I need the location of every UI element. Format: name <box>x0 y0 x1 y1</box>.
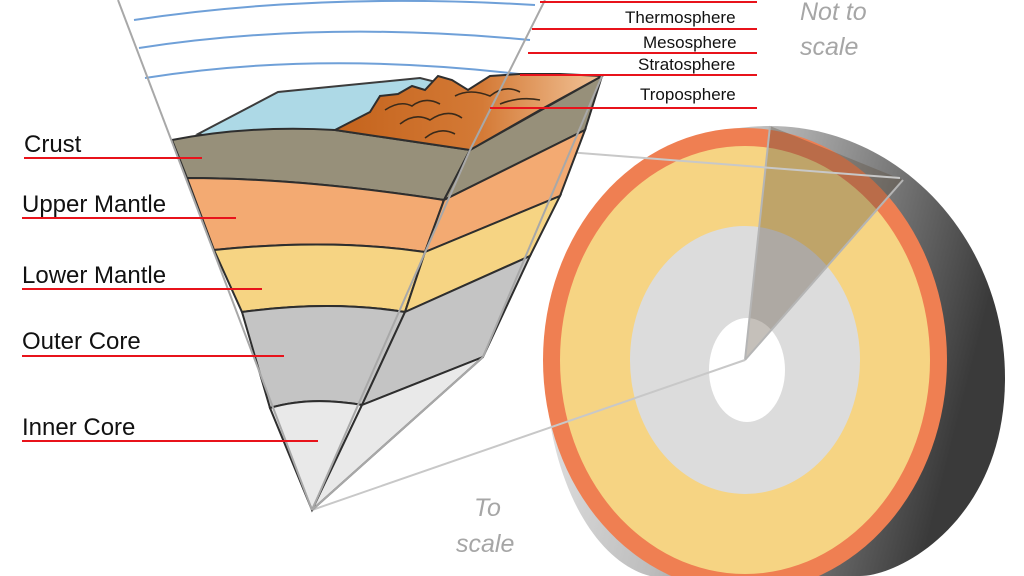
lower-mantle-front <box>212 243 427 314</box>
label-mesosphere: Mesosphere <box>643 33 737 52</box>
to-scale-note-line2: scale <box>456 530 514 558</box>
atmosphere-labels: Thermosphere Mesosphere Stratosphere Tro… <box>490 1 757 109</box>
mountain-range <box>331 73 606 152</box>
not-to-scale-note-line1: Not to <box>800 0 867 26</box>
label-stratosphere: Stratosphere <box>638 55 735 74</box>
layer-labels: Crust Upper Mantle Lower Mantle Outer Co… <box>22 131 318 442</box>
cross-section <box>117 0 606 513</box>
mountain-ridges <box>384 88 541 139</box>
label-outer-core: Outer Core <box>22 328 141 355</box>
atmosphere-bands <box>133 0 536 79</box>
label-troposphere: Troposphere <box>640 85 736 104</box>
label-crust: Crust <box>24 131 82 158</box>
label-inner-core: Inner Core <box>22 414 135 441</box>
not-to-scale-note-line2: scale <box>800 33 858 61</box>
globe-wedge-edge-left <box>744 125 771 361</box>
cone-outline <box>117 0 603 511</box>
earth-globe <box>543 125 1005 576</box>
to-scale-note-line1: To <box>474 494 501 522</box>
scale-notes: Not to scale To scale <box>456 0 867 558</box>
globe-wedge-edge-right <box>744 179 904 361</box>
label-upper-mantle: Upper Mantle <box>22 191 166 218</box>
globe-wedge-cutout <box>745 126 903 360</box>
label-lower-mantle: Lower Mantle <box>22 262 166 289</box>
label-thermosphere: Thermosphere <box>625 8 736 27</box>
globe-inner-core-layer <box>709 318 785 422</box>
